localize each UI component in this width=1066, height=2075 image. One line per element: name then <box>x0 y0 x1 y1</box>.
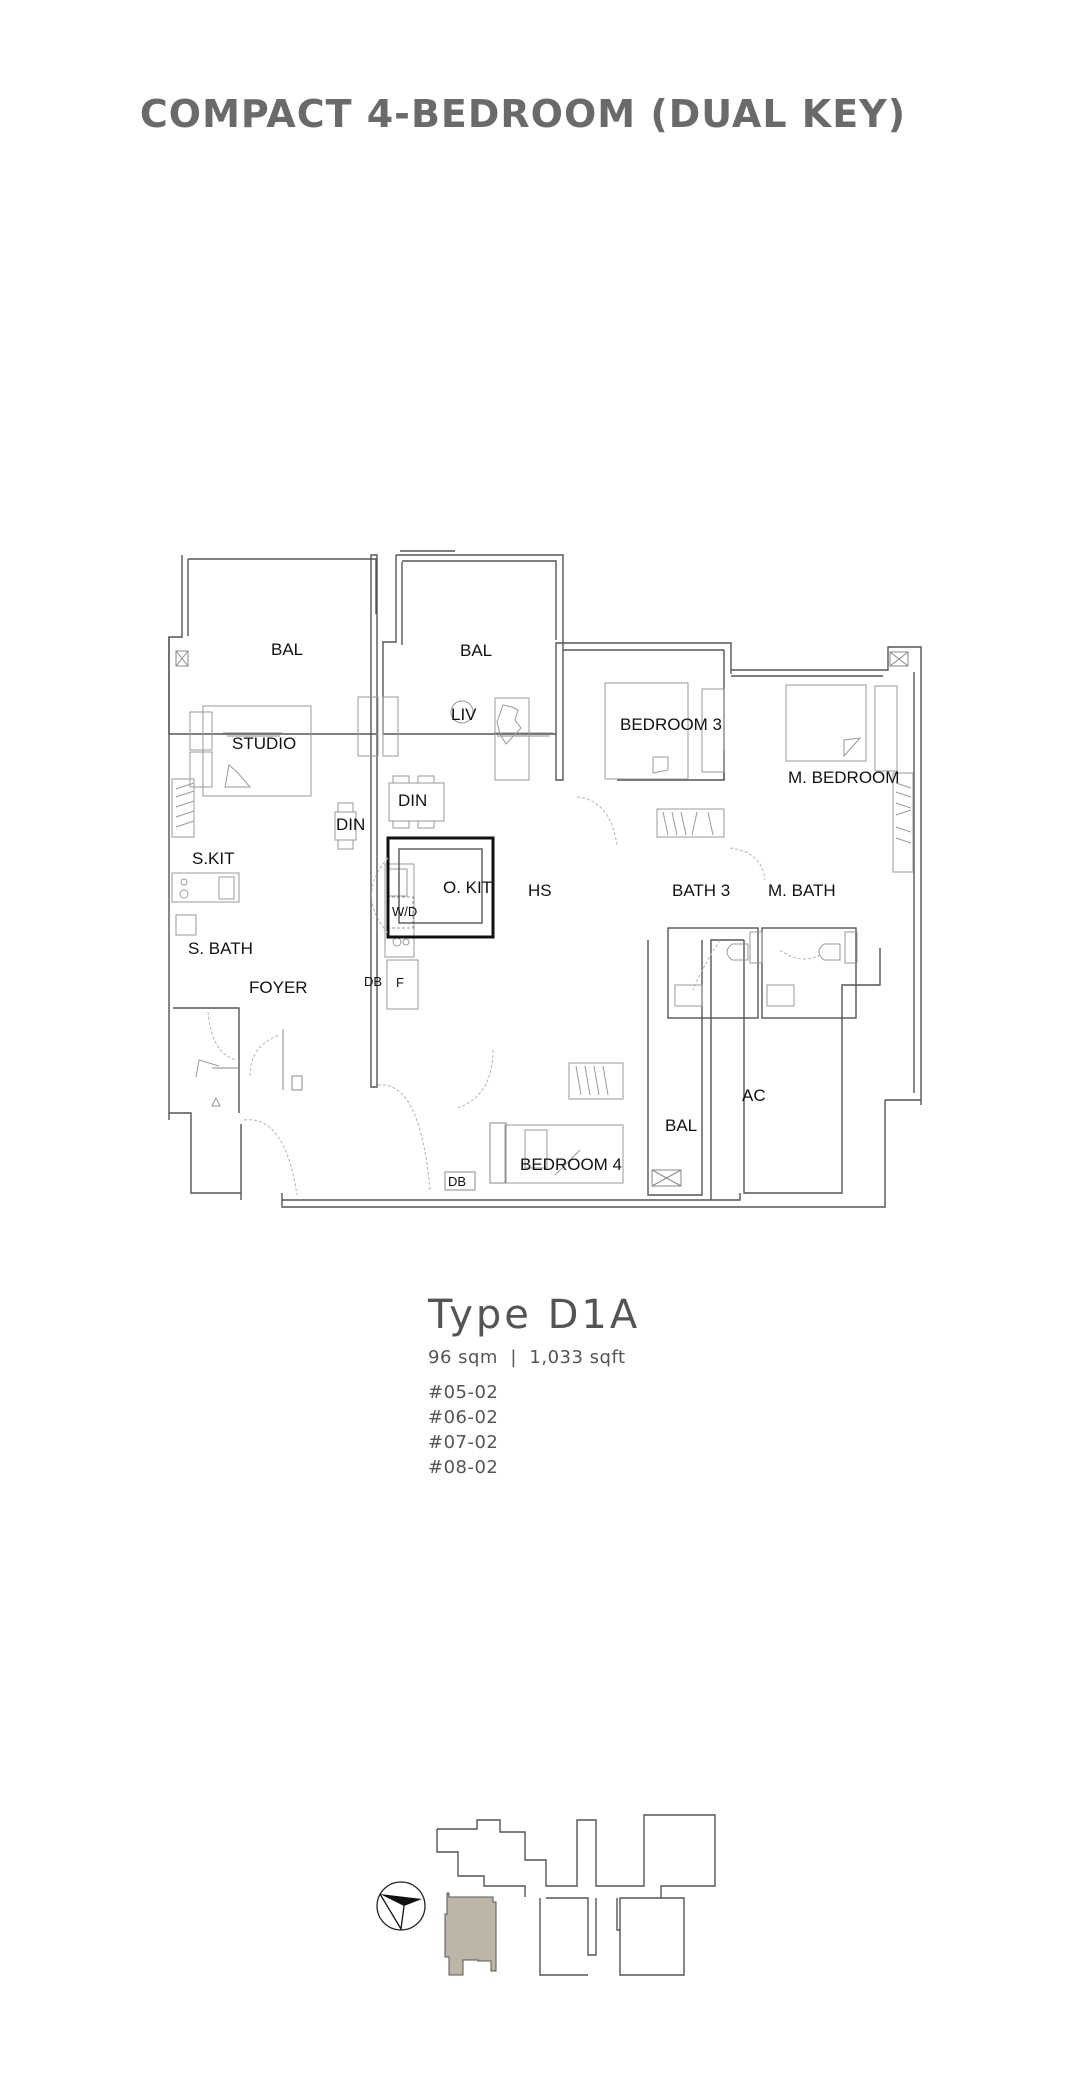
foyer-doors <box>243 1029 431 1196</box>
label-o-kit: O. KIT <box>443 878 492 897</box>
label-db-upper: DB <box>364 974 382 989</box>
label-bal-mid: BAL <box>460 641 492 660</box>
label-din-studio: DIN <box>336 815 365 834</box>
label-hs: HS <box>528 881 552 900</box>
unit-number: #08-02 <box>428 1457 499 1478</box>
unit-number: #05-02 <box>428 1382 499 1403</box>
label-s-bath: S. BATH <box>188 939 253 958</box>
m-bedroom-furniture <box>785 684 914 873</box>
label-m-bath: M. BATH <box>768 881 836 900</box>
page-title-text: COMPACT 4-BEDROOM (DUAL KEY) <box>139 92 907 136</box>
hs-block <box>371 836 495 939</box>
label-m-bedroom: M. BEDROOM <box>788 768 899 787</box>
label-bedroom4: BEDROOM 4 <box>520 1155 622 1174</box>
s-bath-fixtures <box>173 914 240 1113</box>
floor-plan-walls <box>168 550 922 1208</box>
bedroom3-furniture <box>576 682 766 881</box>
unit-info: Type D1A 96 sqm | 1,033 sqft #05-02 #06-… <box>428 1293 640 1480</box>
unit-number: #07-02 <box>428 1432 499 1453</box>
unit-numbers: #05-02 #06-02 #07-02 #08-02 <box>428 1380 640 1480</box>
label-w-d: W/D <box>392 904 417 919</box>
studio-furniture <box>171 696 379 838</box>
label-db-lower: DB <box>448 1174 466 1189</box>
label-bath3: BATH 3 <box>672 881 730 900</box>
key-plan-highlighted-unit <box>444 1892 497 1976</box>
label-bal-small: BAL <box>665 1116 697 1135</box>
label-bedroom3: BEDROOM 3 <box>620 715 722 734</box>
key-plan <box>436 1814 716 1976</box>
living-furniture <box>334 696 530 850</box>
label-liv: LIV <box>451 705 477 724</box>
north-arrow-icon <box>376 1881 426 1931</box>
label-fridge: F <box>396 975 404 990</box>
label-foyer: FOYER <box>249 978 308 997</box>
room-labels: BAL BAL STUDIO LIV DIN DIN S.KIT O. KIT … <box>188 640 899 1189</box>
label-s-kit: S.KIT <box>192 849 235 868</box>
unit-area: 96 sqm | 1,033 sqft <box>428 1347 626 1368</box>
label-studio: STUDIO <box>232 734 296 753</box>
unit-number: #06-02 <box>428 1407 499 1428</box>
bath-fixtures <box>667 927 858 1019</box>
page-title: COMPACT 4-BEDROOM (DUAL KEY) <box>0 92 1066 136</box>
label-bal-left: BAL <box>271 640 303 659</box>
label-din-main: DIN <box>398 791 427 810</box>
unit-type: Type D1A <box>428 1292 641 1338</box>
bedroom4-furniture <box>457 1049 624 1184</box>
ledge-box <box>175 650 189 667</box>
sliding-doors <box>223 732 553 737</box>
label-ac: AC <box>742 1086 766 1105</box>
db-box-lower <box>444 1171 476 1191</box>
